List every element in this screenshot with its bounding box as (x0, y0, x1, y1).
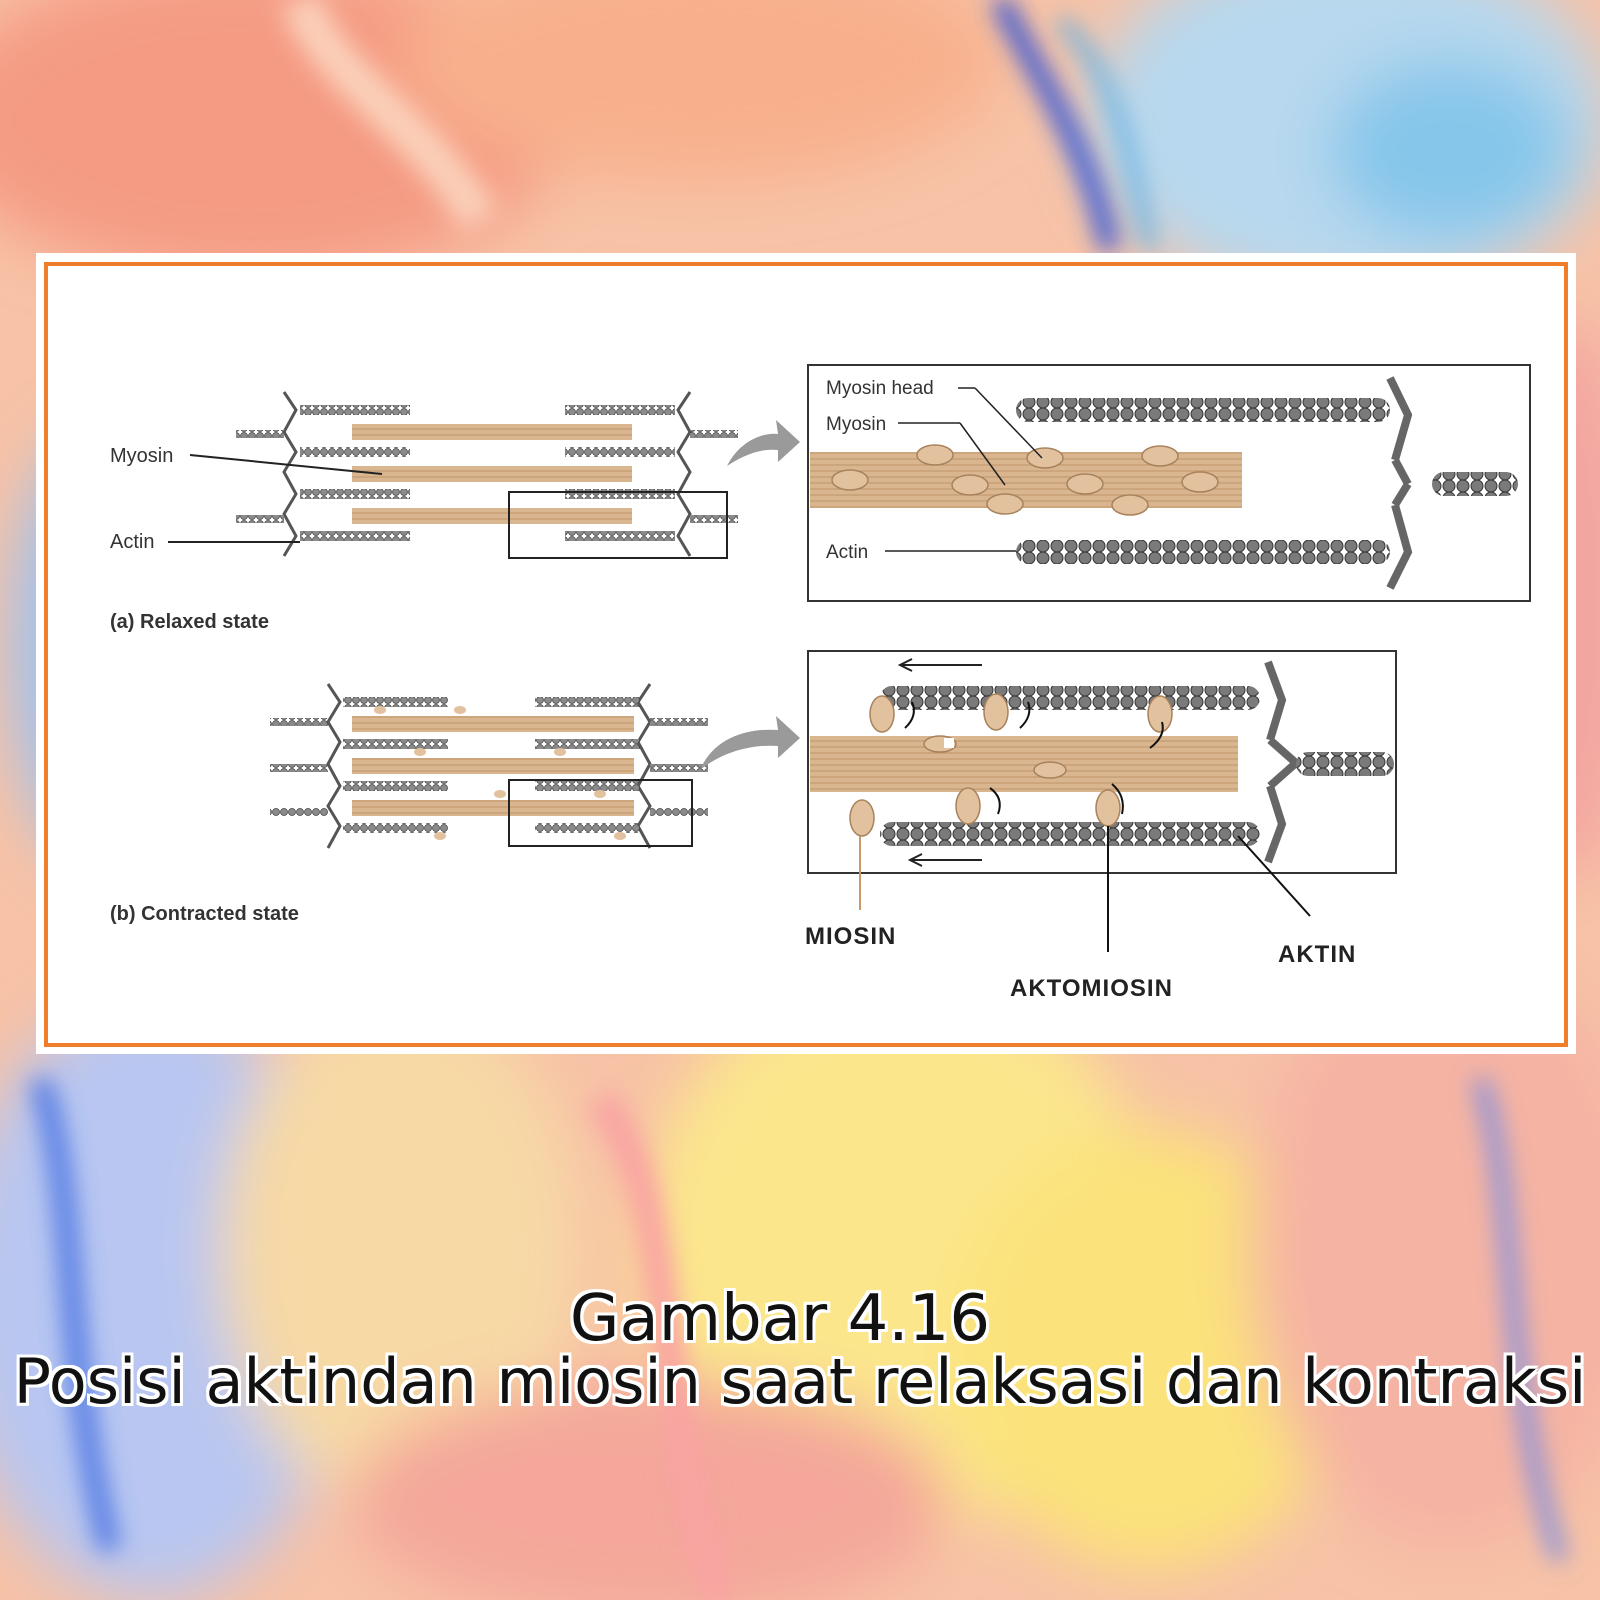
contracted-zoom-panel (807, 650, 1397, 952)
zoom-arrow-contracted (700, 716, 800, 770)
actin-top-relaxed (1016, 398, 1390, 422)
aktin-annotation: AKTIN (1278, 941, 1356, 968)
actin-label: Actin (110, 531, 154, 553)
relaxed-zoom-panel (807, 364, 1531, 602)
zoom-box-relaxed (508, 491, 728, 559)
actin-bottom-contracted (880, 822, 1260, 846)
contracted-overview (270, 683, 800, 849)
zoom-box-contracted (508, 779, 693, 847)
relaxed-caption: (a) Relaxed state (110, 611, 269, 633)
power-stroke-arrows (904, 701, 1164, 815)
zoom-actin-label: Actin (826, 542, 868, 563)
zoom-myosin-head-label: Myosin head (826, 378, 934, 399)
miosin-annotation: MIOSIN (805, 923, 896, 950)
myosin-heads-contracted (849, 693, 1173, 837)
zoom-arrow-relaxed (727, 420, 800, 466)
actin-right-contracted (1296, 752, 1394, 776)
figure-caption: Posisi aktindan miosin saat relaksasi da… (13, 1345, 1587, 1418)
myosin-bundle-contracted (810, 736, 1238, 792)
myosin-label: Myosin (110, 445, 173, 467)
actin-filaments-relaxed (236, 405, 738, 541)
contracted-caption: (b) Contracted state (110, 903, 299, 925)
myosin-filaments-relaxed (352, 424, 632, 524)
zoom-myosin-label: Myosin (826, 414, 886, 435)
relaxed-overview (168, 391, 800, 559)
figure-number: Gambar 4.16 (569, 1282, 991, 1356)
actin-bottom-relaxed (1016, 540, 1390, 564)
actin-right-relaxed (1432, 472, 1518, 496)
actin-top-contracted (880, 686, 1260, 710)
aktomiosin-annotation: AKTOMIOSIN (1010, 975, 1173, 1002)
myosin-heads-relaxed (831, 444, 1219, 516)
